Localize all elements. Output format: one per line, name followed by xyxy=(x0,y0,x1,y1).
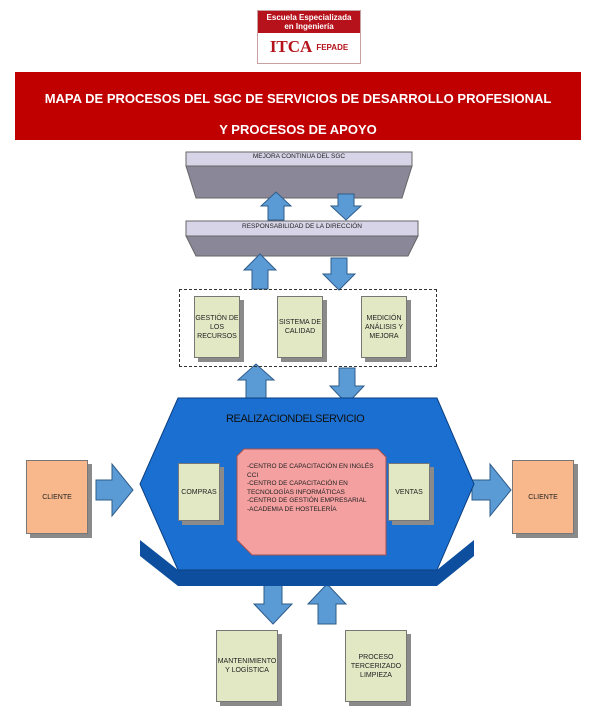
mejora-slab xyxy=(185,151,413,199)
down-arrow-icon xyxy=(321,257,357,291)
ventas-label: VENTAS xyxy=(395,488,423,496)
logo-header: Escuela Especializada en Ingeniería xyxy=(258,11,360,33)
responsabilidad-slab xyxy=(185,220,419,257)
up-arrow-icon xyxy=(259,191,293,221)
compras-label: COMPRAS xyxy=(181,488,217,496)
gestion-recursos-box: GESTIÓN DE LOS RECURSOS xyxy=(194,296,240,358)
logo-body: ITCA FEPADE xyxy=(258,33,360,61)
up-arrow-icon xyxy=(236,363,276,403)
services-list: -CENTRO DE CAPACITACIÓN EN INGLÉS CCI -C… xyxy=(237,449,384,555)
down-arrow-icon xyxy=(252,581,294,625)
cliente-right-label: CLIENTE xyxy=(528,493,558,501)
cliente-left-label: CLIENTE xyxy=(42,493,72,501)
realizacion-label: REALIZACIONDELSERVICIO xyxy=(226,413,365,425)
logo-name: ITCA xyxy=(269,37,313,56)
up-arrow-icon xyxy=(242,253,278,290)
ventas-box: VENTAS xyxy=(388,463,430,521)
down-arrow-icon xyxy=(328,367,366,405)
down-arrow-icon xyxy=(329,193,363,221)
proceso-limpieza-box: PROCESO TERCERIZADO LIMPIEZA xyxy=(345,630,407,702)
up-arrow-icon xyxy=(306,583,348,625)
logo-line2: en Ingeniería xyxy=(284,22,334,31)
services-box-shape xyxy=(236,448,387,556)
mejora-label: MEJORA CONTINUA DEL SGC xyxy=(252,153,346,160)
service-item: -CENTRO DE GESTIÓN EMPRESARIAL xyxy=(247,497,367,504)
medicion-label: MEDICIÓN ANÁLISIS Y MEJORA xyxy=(364,314,403,340)
banner-title-line1: MAPA DE PROCESOS DEL SGC DE SERVICIOS DE… xyxy=(44,91,552,106)
compras-box: COMPRAS xyxy=(178,463,220,521)
right-arrow-icon xyxy=(95,462,134,518)
logo-partner: FEPADE xyxy=(316,42,349,52)
mantenimiento-box: MANTENIMIENTO Y LOGÍSTICA xyxy=(216,630,278,702)
proceso-label: PROCESO TERCERIZADO LIMPIEZA xyxy=(350,653,402,679)
right-arrow-icon xyxy=(471,462,512,518)
title-banner: MAPA DE PROCESOS DEL SGC DE SERVICIOS DE… xyxy=(15,72,581,140)
service-item: -CENTRO DE CAPACITACIÓN EN TECNOLOGÍAS I… xyxy=(247,480,348,496)
medicion-box: MEDICIÓN ANÁLISIS Y MEJORA xyxy=(361,296,407,358)
itca-logo: Escuela Especializada en Ingeniería ITCA… xyxy=(257,10,361,64)
service-item: -CENTRO DE CAPACITACIÓN EN INGLÉS CCI xyxy=(247,463,374,479)
logo-line1: Escuela Especializada xyxy=(266,13,352,22)
sistema-calidad-box: SISTEMA DE CALIDAD xyxy=(277,296,323,358)
cliente-right-box: CLIENTE xyxy=(512,460,574,534)
banner-title-line2: Y PROCESOS DE APOYO xyxy=(219,122,377,137)
cliente-left-box: CLIENTE xyxy=(26,460,88,534)
responsabilidad-label: RESPONSABILIDAD DE LA DIRECCIÓN xyxy=(242,223,362,230)
gestion-label: GESTIÓN DE LOS RECURSOS xyxy=(195,314,239,340)
support-process-group xyxy=(179,289,437,367)
service-item: -ACADEMIA DE HOSTELERÍA xyxy=(247,505,337,513)
sistema-label: SISTEMA DE CALIDAD xyxy=(278,319,321,335)
mantenimiento-label: MANTENIMIENTO Y LOGÍSTICA xyxy=(217,658,277,674)
